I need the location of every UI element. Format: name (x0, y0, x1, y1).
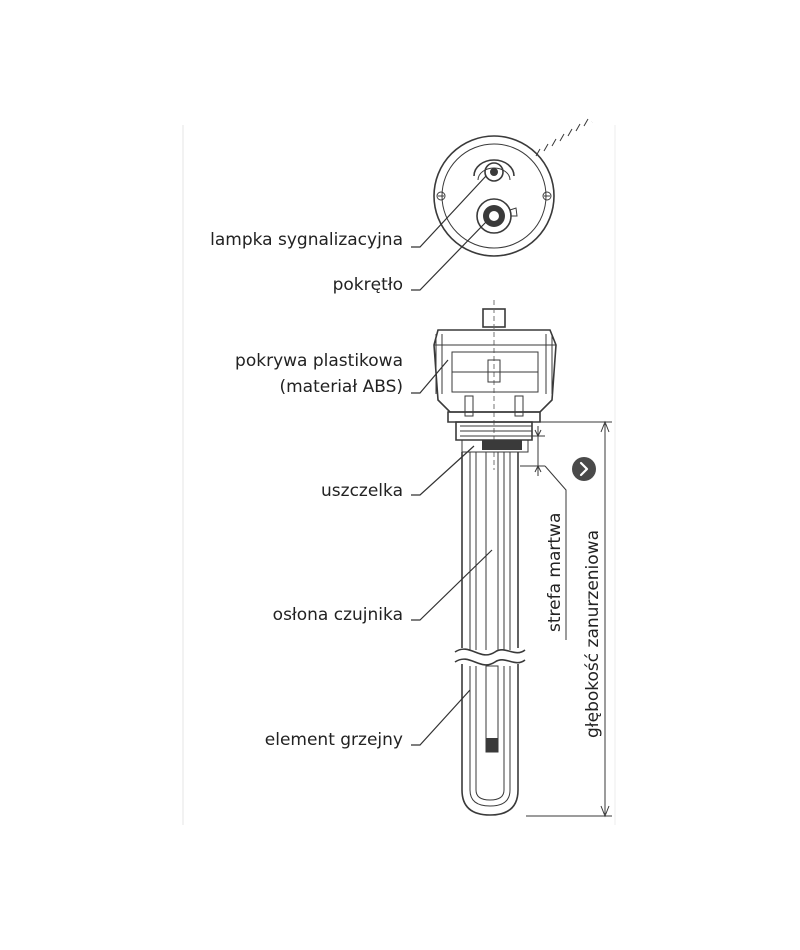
leader-knob (411, 221, 487, 291)
label-sensor-sheath: osłona czujnika (273, 605, 403, 625)
power-cable (527, 118, 595, 164)
leader-heating-element (411, 689, 471, 746)
label-knob: pokrętło (333, 275, 403, 295)
label-dead-zone: strefa martwa (545, 513, 565, 632)
leader-signal-lamp (411, 175, 487, 248)
tube-lower (461, 664, 519, 816)
knob (476, 198, 518, 234)
screw-right (542, 191, 552, 201)
label-heating-element: element grzejny (265, 730, 403, 750)
tube-upper (461, 452, 519, 650)
signal-lamp (473, 159, 515, 182)
dimension-immersion-depth (526, 420, 612, 818)
chevron-right-icon (579, 461, 589, 477)
label-signal-lamp: lampka sygnalizacyjna (210, 230, 403, 250)
label-gasket: uszczelka (321, 481, 403, 501)
leader-cover (411, 359, 449, 394)
dimension-dead-zone (520, 426, 567, 640)
leader-gasket (411, 445, 475, 496)
heater-side-view (433, 300, 557, 816)
label-immersion-depth: głębokość zanurzeniowa (583, 530, 603, 738)
next-button[interactable] (572, 457, 596, 481)
head-top-view (433, 118, 595, 257)
screw-left (436, 191, 446, 201)
label-cover-line2: (materiał ABS) (279, 377, 403, 397)
label-cover-line1: pokrywa plastikowa (235, 351, 403, 371)
leader-sensor-sheath (411, 549, 493, 621)
